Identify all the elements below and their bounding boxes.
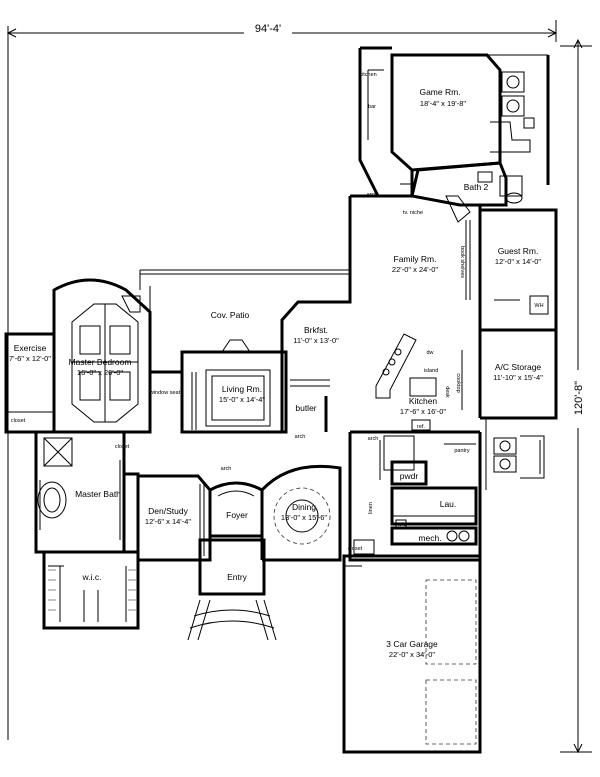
guest-room-label: Guest Rm. <box>498 246 539 256</box>
master-bedroom-size: 16'-0" x 26'-0" <box>77 368 123 377</box>
kitchen-area <box>284 330 482 434</box>
game-room-wing <box>358 46 550 223</box>
game-room-size: 18'-4" x 19'-8" <box>420 99 466 108</box>
wic-label: w.i.c. <box>82 572 102 582</box>
exercise-label: Exercise <box>14 343 47 353</box>
family-room-label: Family Rm. <box>394 254 437 264</box>
patio-label: Cov. Patio <box>211 310 250 320</box>
tv-niche-label: tv. niche <box>403 210 423 216</box>
living-room-size: 15'-0" x 14'-4" <box>219 395 265 404</box>
den-size: 12'-6" x 14'-4" <box>145 517 191 526</box>
garage-size: 22'-0" x 34'-0" <box>389 650 435 659</box>
laundry-label: Lau. <box>440 499 457 509</box>
dining-size: 13'-0" x 15'-6" <box>281 513 327 522</box>
master-bath-label: Master Bath <box>75 489 121 499</box>
arch-label-3: arch <box>367 192 378 198</box>
guest-room-size: 12'-0" x 14'-0" <box>495 257 541 266</box>
wd-label: w/d <box>397 522 407 528</box>
ref-label: ref. <box>417 424 425 430</box>
breakfast-size: 11'-0" x 13'-0" <box>293 336 339 345</box>
garage-label: 3 Car Garage <box>386 639 438 649</box>
overall-width-dimension: 94'-4' <box>6 20 558 42</box>
cooktop-label: cooktop <box>455 373 461 392</box>
living-room <box>180 339 288 434</box>
living-room-label: Living Rm. <box>222 384 262 394</box>
overall-width-label: 94'-4' <box>255 23 281 35</box>
storage-size: 11'-10" x 15'-4" <box>493 373 543 382</box>
bath2-label: Bath 2 <box>464 182 489 192</box>
outdoor-fixtures <box>485 418 545 490</box>
dw-label: dw <box>426 350 433 356</box>
master-bath-area <box>34 430 140 630</box>
master-closet-label: closet <box>115 444 130 450</box>
exercise-size: 7'-6" x 12'-0" <box>9 354 51 363</box>
front-rooms <box>122 432 342 641</box>
master-bath-label-text: Master Bath <box>75 489 121 499</box>
window-seat-label: window seat <box>149 390 181 396</box>
wh-label: WH <box>534 303 543 309</box>
book-shelves-label: book shelves <box>459 246 465 278</box>
pantry-label: pantry <box>454 448 470 454</box>
overall-height-dimension: 120'-8" <box>7 38 592 754</box>
exercise-closet-label: closet <box>11 418 26 424</box>
arch-label-2: arch <box>368 436 379 442</box>
den-label: Den/Study <box>148 506 188 516</box>
kitchen-label: Kitchen <box>409 396 438 406</box>
family-room-walls <box>280 194 558 432</box>
mech-label: mech. <box>418 533 441 543</box>
storage-label: A/C Storage <box>495 362 542 372</box>
family-room-size: 22'-0" x 24'-0" <box>392 265 438 274</box>
kitchen-small-label: kitchen <box>359 72 376 78</box>
breakfast-label: Brkfst. <box>304 325 328 335</box>
arch-label-4: arch <box>221 466 232 472</box>
covered-patio <box>139 269 350 372</box>
bar-label: bar <box>368 104 376 110</box>
master-bedroom-label: Master Bedroom <box>69 357 132 367</box>
powder-label: pwdr <box>400 471 419 481</box>
entry-label: Entry <box>227 572 248 582</box>
closet-label: closet <box>348 546 363 552</box>
overall-height-label: 120'-8" <box>573 381 585 415</box>
desk-label: desk <box>444 386 450 398</box>
foyer-label: Foyer <box>226 510 248 520</box>
dining-label: Dining <box>292 502 316 512</box>
service-core <box>348 432 482 562</box>
kitchen-size: 17'-6" x 16'-0" <box>400 407 446 416</box>
butler-label: butler <box>295 403 316 413</box>
island-label: island <box>424 368 438 374</box>
arch-label-1: arch <box>295 434 306 440</box>
garage <box>342 554 482 754</box>
linen-label: linen <box>368 502 374 514</box>
game-room-label: Game Rm. <box>419 87 460 97</box>
